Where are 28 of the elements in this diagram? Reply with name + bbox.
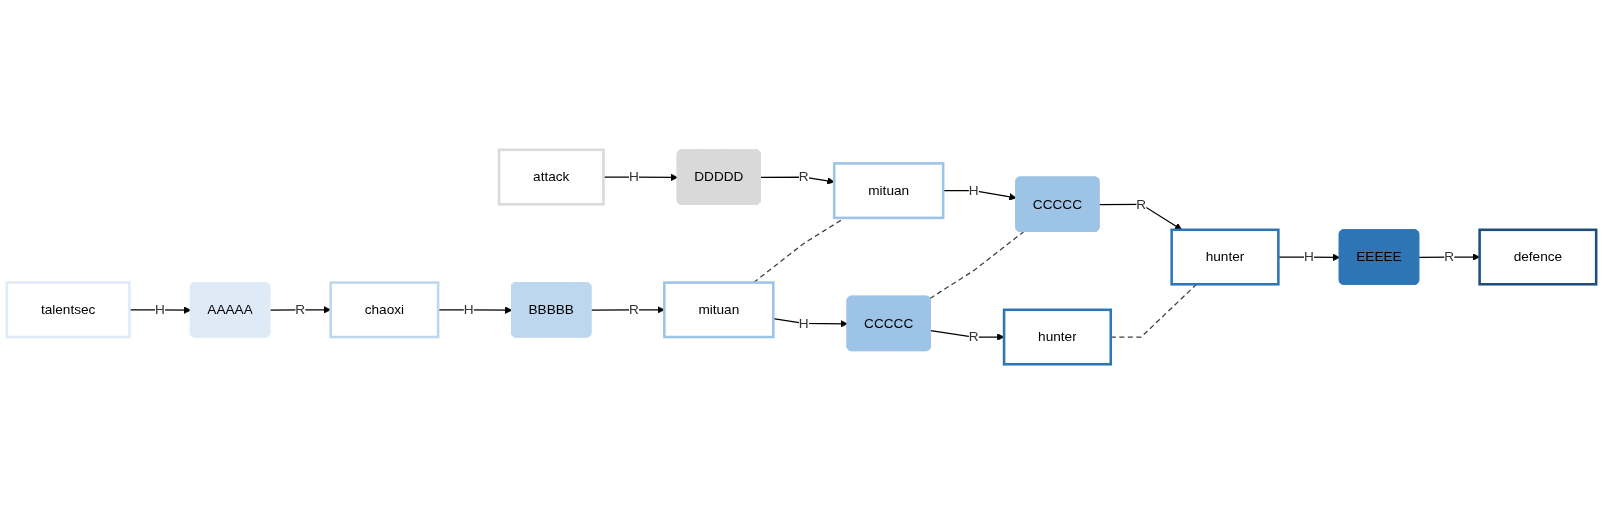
- edge-label: R: [968, 329, 979, 345]
- edge-label: H: [154, 302, 165, 318]
- node-box: chaoxi: [329, 281, 440, 339]
- edge-label: H: [798, 316, 809, 331]
- node-box: defence: [1478, 229, 1598, 286]
- edge-label: R: [295, 302, 306, 318]
- node-box: hunter: [1170, 229, 1280, 286]
- connector: [1110, 284, 1198, 339]
- edge-label: R: [798, 169, 809, 185]
- node-box: hunter: [1002, 309, 1113, 366]
- node-box: mituan: [663, 281, 775, 339]
- edge-label: H: [968, 183, 979, 198]
- arrow: [1418, 253, 1480, 262]
- arrow: [760, 176, 835, 185]
- edge-label: R: [1136, 197, 1147, 212]
- edge-label: H: [463, 302, 474, 318]
- node-box: attack: [497, 149, 605, 206]
- arrow: [269, 306, 331, 314]
- edge-label: R: [1444, 249, 1455, 265]
- arrow: [930, 330, 1005, 342]
- connector: [929, 231, 1025, 300]
- edge-label: H: [1303, 249, 1314, 265]
- node-box: talentsec: [5, 281, 131, 339]
- arrow: [1098, 204, 1183, 231]
- edge-label: H: [628, 169, 639, 185]
- node-box: mituan: [832, 162, 945, 220]
- arrow: [590, 306, 665, 314]
- edge-label: R: [628, 302, 639, 318]
